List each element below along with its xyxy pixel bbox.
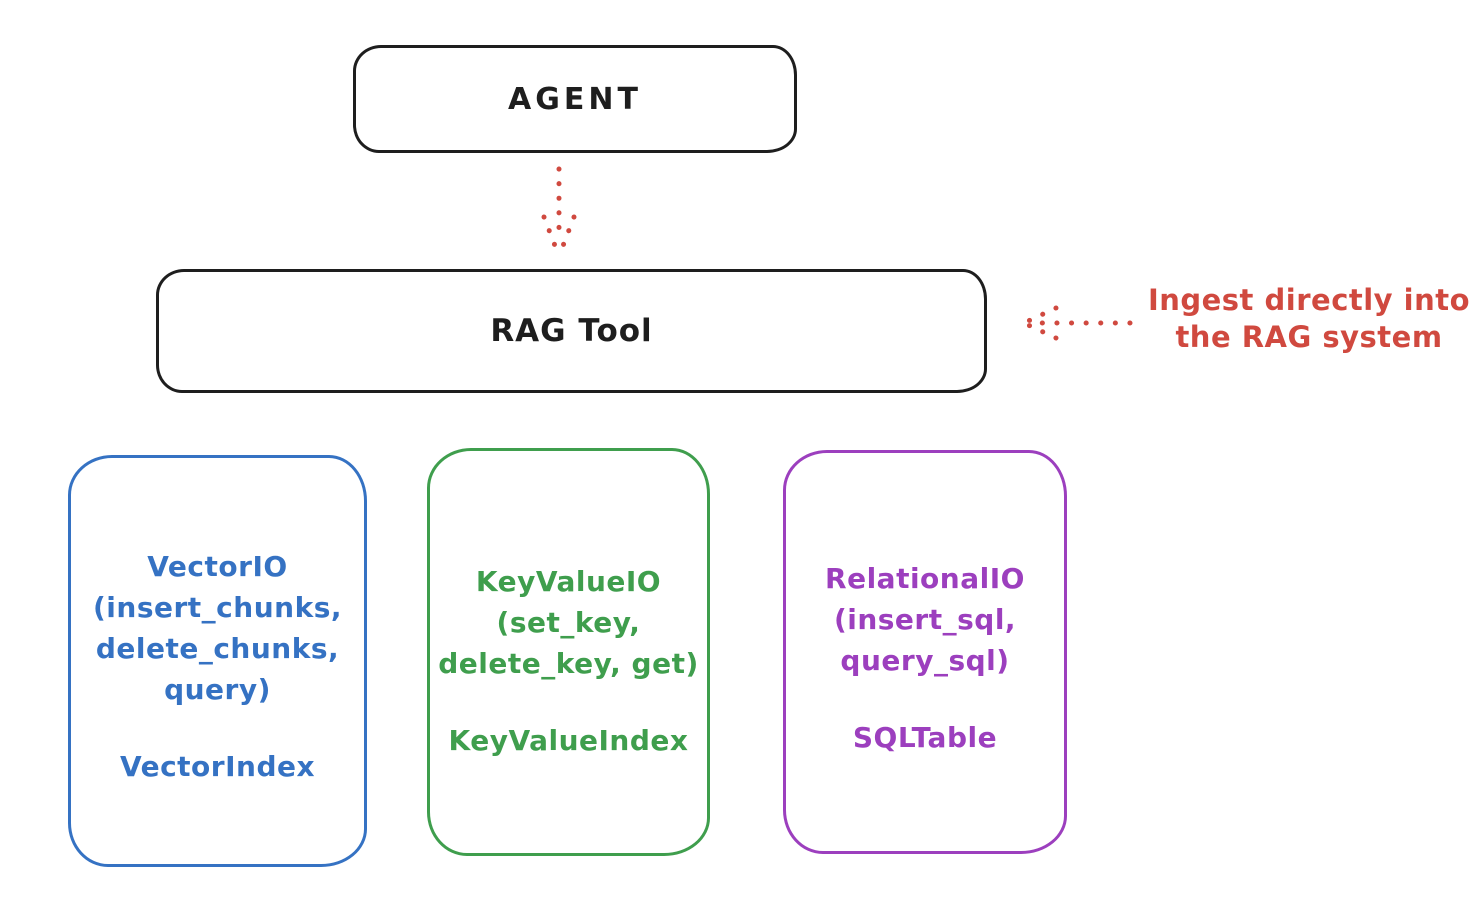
keyvalue-io-args-line-1: (set_key, xyxy=(496,606,641,639)
relational-io-box: RelationalIO (insert_sql, query_sql) SQL… xyxy=(783,450,1067,854)
ingest-annotation-line-1: Ingest directly into xyxy=(1147,283,1471,317)
vector-index-label: VectorIndex xyxy=(119,750,316,783)
agent-label: AGENT xyxy=(508,81,642,117)
ingest-annotation: Ingest directly into the RAG system xyxy=(1138,282,1480,356)
vector-io-box: VectorIO (insert_chunks, delete_chunks, … xyxy=(68,455,367,867)
sqltable-label: SQLTable xyxy=(852,721,998,754)
keyvalue-io-args-line-2: delete_key, get) xyxy=(438,647,699,680)
ingest-arrow-icon xyxy=(1023,305,1133,341)
spacer xyxy=(71,710,364,746)
ingest-annotation-line-2: the RAG system xyxy=(1175,320,1443,354)
spacer xyxy=(430,684,707,720)
relational-io-args-line-2: query_sql) xyxy=(840,644,1010,677)
vector-io-args-line-2: delete_chunks, xyxy=(95,632,340,665)
vector-io-args-line-3: query) xyxy=(164,673,271,706)
vector-io-title: VectorIO xyxy=(147,550,288,583)
spacer xyxy=(786,681,1064,717)
agent-box: AGENT xyxy=(353,45,797,153)
rag-tool-box: RAG Tool xyxy=(156,269,987,393)
agent-to-rag-arrow-icon xyxy=(541,166,577,254)
keyvalue-io-title: KeyValueIO xyxy=(475,565,662,598)
keyvalue-io-box: KeyValueIO (set_key, delete_key, get) Ke… xyxy=(427,448,710,856)
vector-io-args-line-1: (insert_chunks, xyxy=(93,591,342,624)
rag-tool-label: RAG Tool xyxy=(490,313,653,349)
relational-io-args-line-1: (insert_sql, xyxy=(833,603,1017,636)
keyvalue-index-label: KeyValueIndex xyxy=(448,724,689,757)
relational-io-title: RelationalIO xyxy=(825,562,1025,595)
